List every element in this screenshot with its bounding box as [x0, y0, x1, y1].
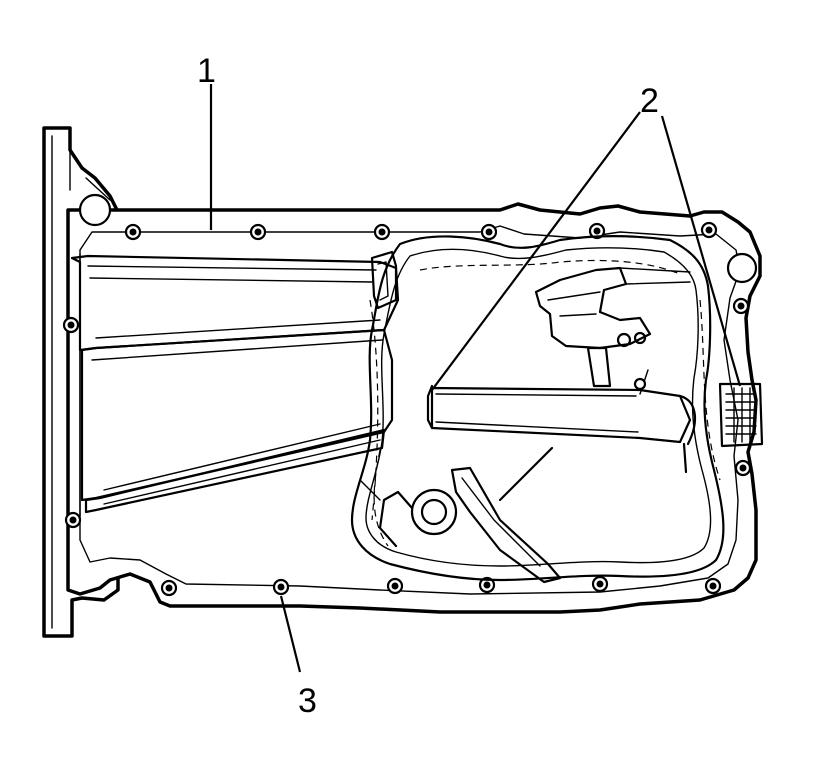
flange-inner-edge — [79, 225, 741, 595]
callout-2: 2 — [640, 82, 659, 120]
bolt-hole — [732, 297, 750, 315]
leader-lines — [209, 84, 742, 673]
callout-1: 1 — [197, 52, 216, 90]
bolt-hole — [478, 576, 496, 594]
sump-well — [350, 235, 725, 582]
bolt-hole — [480, 223, 498, 241]
bolt-hole — [373, 223, 391, 241]
bolt-hole — [62, 316, 80, 334]
bolt-hole — [726, 252, 758, 284]
bolt-hole — [734, 459, 752, 477]
oil-screen — [718, 382, 764, 448]
callout-3: 3 — [298, 682, 317, 720]
pickup-tube — [426, 331, 697, 474]
bolt-hole — [64, 511, 82, 529]
bolt-hole — [700, 221, 718, 239]
bolt-hole — [591, 575, 609, 593]
bolt-hole — [160, 579, 178, 597]
bolt-holes — [62, 193, 758, 597]
oil-pan-outline — [66, 202, 762, 614]
leader-line-3 — [279, 595, 302, 673]
leader-line-2a — [431, 111, 641, 391]
leader-line-2b — [660, 115, 742, 387]
bolt-hole — [78, 193, 112, 227]
baffle-bracket — [534, 266, 691, 350]
bolt-hole — [386, 577, 404, 595]
drain-boss — [359, 446, 562, 584]
bolt-hole — [588, 222, 606, 240]
bolt-hole — [124, 223, 142, 241]
bolt-hole — [704, 577, 722, 595]
left-pan-section — [70, 250, 400, 521]
bolt-hole — [272, 578, 290, 596]
bolt-hole — [249, 223, 267, 241]
